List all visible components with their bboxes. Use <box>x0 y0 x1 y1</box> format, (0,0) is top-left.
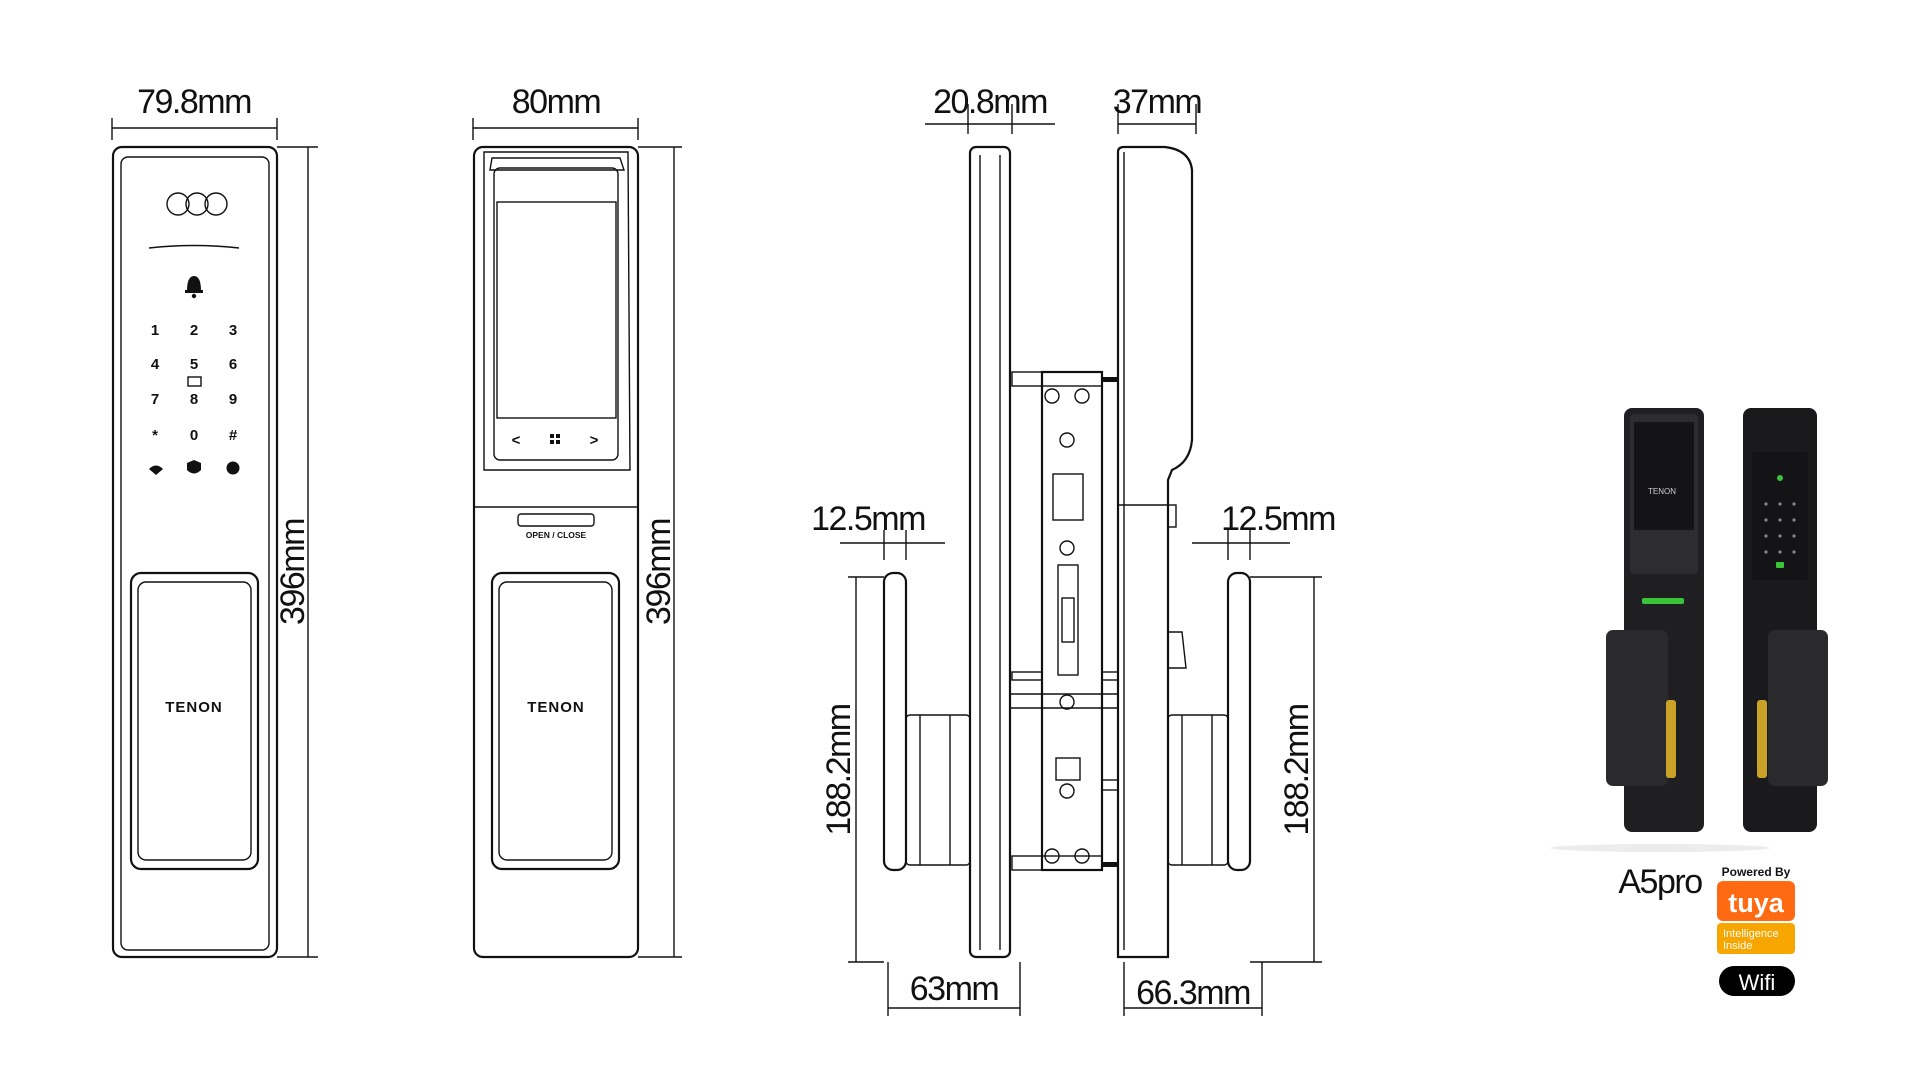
open-close-label: OPEN / CLOSE <box>526 530 587 540</box>
thumb-turn <box>1167 631 1187 669</box>
tuya-badge: Powered By tuya Intelligence Inside <box>1717 865 1795 954</box>
right-handle-height-label: 188.2mm <box>1278 704 1316 835</box>
keypad-key: 1 <box>151 322 159 339</box>
keypad-key: # <box>229 427 238 444</box>
right-depth-label: 66.3mm <box>1136 974 1250 1012</box>
right-side-profile <box>1116 145 1194 959</box>
wifi-badge-label: Wifi <box>1739 970 1776 995</box>
keypad-key: 0 <box>190 427 198 444</box>
keypad-key: 3 <box>229 322 237 339</box>
left-handle-profile <box>882 571 908 872</box>
keypad-key: 7 <box>151 391 159 408</box>
face-icon <box>226 461 240 475</box>
screw-icon <box>1059 694 1075 710</box>
keypad-key: 5 <box>190 356 198 373</box>
photo-brand-logo: TENON <box>1648 487 1676 496</box>
keypad-key: 8 <box>190 391 198 408</box>
keypad-key: 9 <box>229 391 237 408</box>
handle-brand-logo: TENON <box>527 699 585 716</box>
front-pull-handle <box>129 571 260 871</box>
tuya-tagline-line2: Inside <box>1723 940 1752 952</box>
front-view: 79.8mm 1 2 3 4 5 6 7 8 9 * 0 # <box>111 83 318 959</box>
doorbell-icon <box>185 276 203 299</box>
screen-pull-handle <box>490 571 621 871</box>
home-icon <box>550 434 560 444</box>
tuya-tagline-line1: Intelligence <box>1723 928 1779 940</box>
left-side-profile <box>968 145 1012 959</box>
left-handle-height-label: 188.2mm <box>820 704 858 835</box>
left-thickness-label: 20.8mm <box>933 83 1047 121</box>
nav-right-icon: > <box>590 432 599 449</box>
tuya-powered-by: Powered By <box>1722 865 1791 879</box>
nav-left-icon: < <box>512 432 521 449</box>
right-thickness-label: 37mm <box>1113 83 1202 121</box>
camera-lens-icon <box>185 192 209 216</box>
right-handle-profile <box>1226 571 1252 872</box>
wifi-icon <box>149 465 163 475</box>
product-photo: TENON <box>1550 408 1828 852</box>
photo-pull-handle <box>1768 630 1828 786</box>
touch-display <box>496 201 617 419</box>
left-handle-gap-label: 12.5mm <box>811 500 925 538</box>
screw-icon <box>1044 848 1060 864</box>
screen-view: 80mm < > OPEN / CLOSE TENON 396mm <box>472 83 682 959</box>
screw-icon <box>1059 540 1075 556</box>
keypad-key: 2 <box>190 322 198 339</box>
camera-lens-icon <box>204 192 228 216</box>
open-close-slider <box>517 513 595 527</box>
tuya-brand-logo: tuya <box>1728 888 1785 918</box>
left-depth-label: 63mm <box>910 970 999 1008</box>
keypad-key: 6 <box>229 356 237 373</box>
shield-icon <box>187 460 201 474</box>
screw-icon <box>1074 848 1090 864</box>
handle-brand-logo: TENON <box>165 699 223 716</box>
model-name: A5pro <box>1618 863 1702 901</box>
auxiliary-latch <box>1055 757 1081 781</box>
screw-icon <box>1059 432 1075 448</box>
camera-lens-icon <box>166 192 190 216</box>
front-width-label: 79.8mm <box>137 83 251 121</box>
keypad-key: * <box>152 427 158 444</box>
keypad-key: 4 <box>151 356 160 373</box>
deadbolt <box>1057 564 1079 676</box>
side-view: 20.8mm 37mm <box>811 83 1337 1016</box>
latch-bolt <box>1052 473 1084 521</box>
screen-width-label: 80mm <box>512 83 601 121</box>
right-handle-gap-label: 12.5mm <box>1221 500 1335 538</box>
screw-icon <box>1044 388 1060 404</box>
photo-pull-handle <box>1606 630 1668 786</box>
screen-height-label: 396mm <box>640 519 678 625</box>
screw-icon <box>1059 783 1075 799</box>
front-height-label: 396mm <box>274 519 312 625</box>
wifi-badge: Wifi <box>1719 966 1795 996</box>
card-reader-icon <box>187 376 202 387</box>
screw-icon <box>1074 388 1090 404</box>
sensor-strip <box>148 244 240 249</box>
keypad: 1 2 3 4 5 6 7 8 9 * 0 # <box>149 322 240 475</box>
